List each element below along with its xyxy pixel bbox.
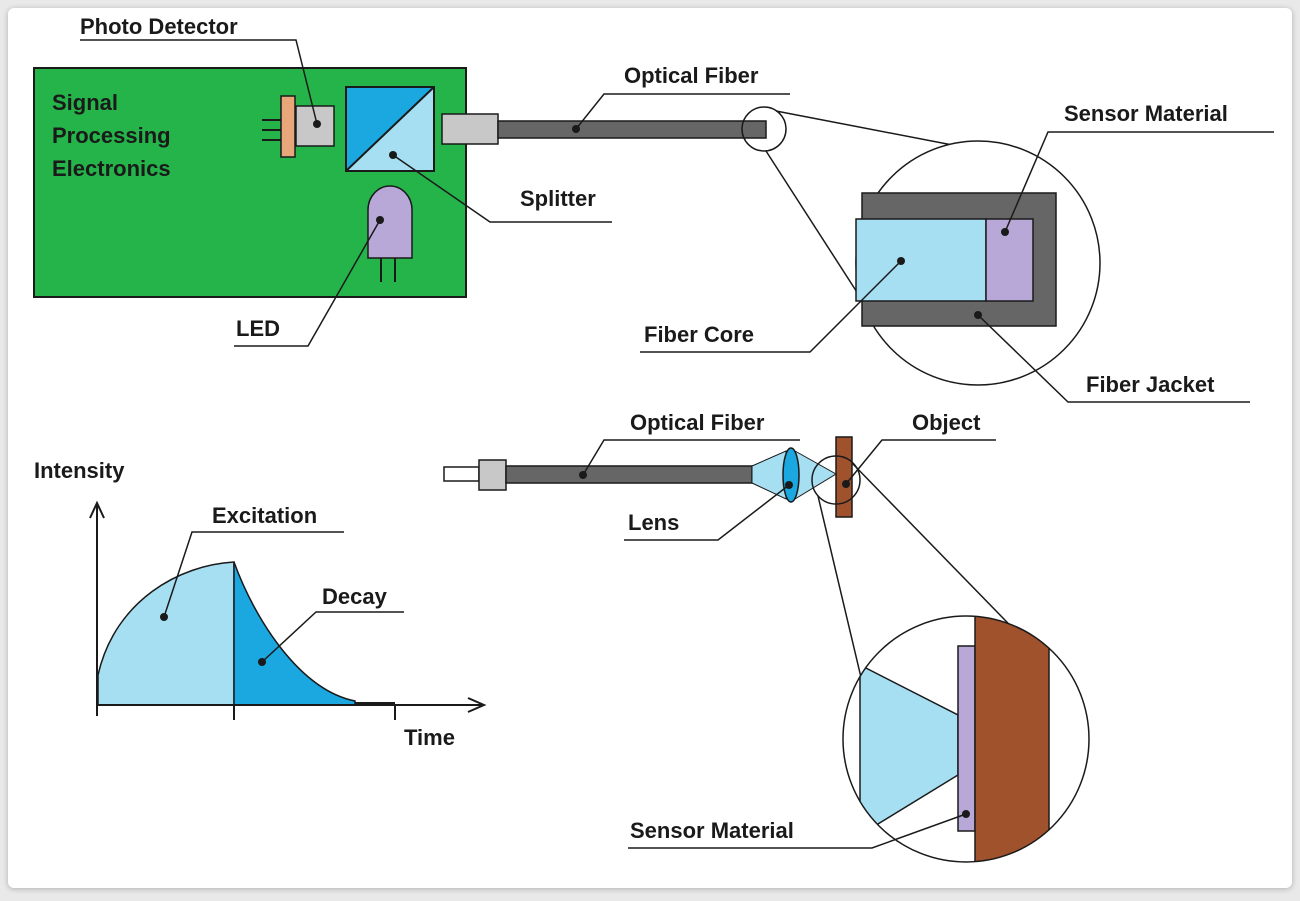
optical-fiber-bottom xyxy=(443,459,753,491)
intensity-time-graph xyxy=(89,500,487,720)
lens xyxy=(782,447,800,503)
led xyxy=(367,185,413,282)
fiber-jacket-label: Fiber Jacket xyxy=(1086,372,1215,397)
signal-label-line1: Signal xyxy=(52,90,118,115)
object-label: Object xyxy=(912,410,981,435)
object-magnified xyxy=(842,615,1090,863)
photo-detector-label: Photo Detector xyxy=(80,14,238,39)
signal-label-line2: Processing xyxy=(52,123,171,148)
excitation-area xyxy=(97,561,235,706)
photo-detector xyxy=(262,95,335,158)
optical-fiber-bottom-label: Optical Fiber xyxy=(630,410,765,435)
decay-area xyxy=(233,561,356,706)
lens-label: Lens xyxy=(628,510,679,535)
excitation-label: Excitation xyxy=(212,503,317,528)
splitter xyxy=(345,86,435,172)
sensor-material-top-label: Sensor Material xyxy=(1064,101,1228,126)
fiber-tip-magnified xyxy=(855,140,1101,386)
optical-fiber-top xyxy=(441,113,767,145)
signal-label-line3: Electronics xyxy=(52,156,171,181)
object-zoom-marker xyxy=(811,455,861,505)
object xyxy=(835,436,853,518)
sensor-material-bottom-label: Sensor Material xyxy=(630,818,794,843)
optical-fiber-top-label: Optical Fiber xyxy=(624,63,759,88)
intensity-axis-label: Intensity xyxy=(34,458,125,483)
light-cone-in xyxy=(751,450,787,500)
time-axis-label: Time xyxy=(404,725,455,750)
decay-label: Decay xyxy=(322,584,388,609)
fiber-tip-zoom-marker xyxy=(741,106,787,152)
fiber-core-label: Fiber Core xyxy=(644,322,754,347)
led-label: LED xyxy=(236,316,280,341)
splitter-label: Splitter xyxy=(520,186,596,211)
